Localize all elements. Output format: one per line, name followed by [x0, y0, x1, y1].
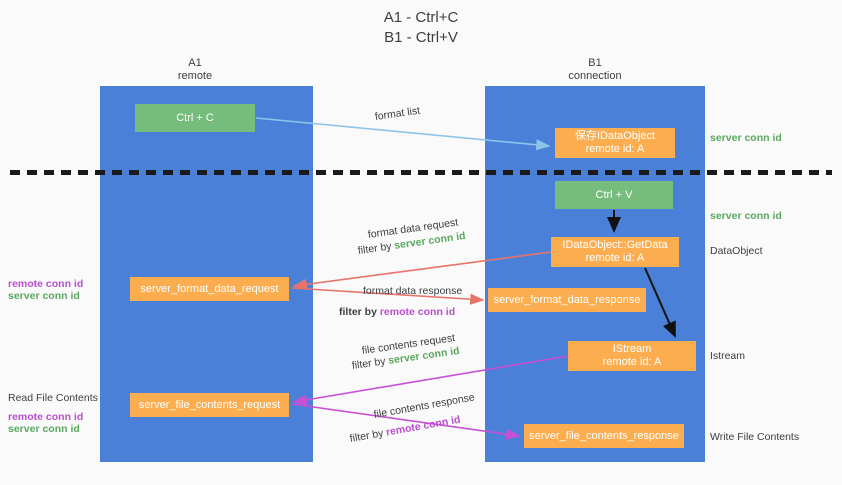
- label-right-server-conn-id-top: server conn id: [710, 132, 782, 144]
- column-b1-sub: connection: [568, 70, 622, 82]
- arrow-format-data-request: [292, 251, 552, 290]
- box-idataobject-line1: 保存IDataObject: [574, 130, 656, 142]
- column-header-a1: A1 remote: [120, 57, 270, 83]
- column-a1-sub: remote: [177, 70, 213, 82]
- title-line-2: B1 - Ctrl+V: [384, 29, 458, 46]
- box-server-format-data-response-label: server_format_data_response: [493, 293, 641, 306]
- label-format-data-response-filter: filter by remote conn id: [339, 306, 455, 319]
- label-right-server-conn-id-mid: server conn id: [710, 210, 782, 222]
- arrow-format-data-response: [291, 287, 485, 305]
- label-format-data-response: format data response: [363, 285, 463, 297]
- box-getdata-line1: IDataObject::GetData: [562, 239, 668, 251]
- label-right-dataobject: DataObject: [710, 245, 763, 257]
- box-idataobject-line2: remote id: A: [585, 143, 645, 155]
- box-server-file-contents-request[interactable]: server_file_contents_request: [130, 393, 289, 417]
- arrow-format-list: [255, 117, 551, 151]
- arrow-getdata-istream: [644, 267, 676, 338]
- box-server-file-contents-response-label: server_file_contents_response: [529, 429, 679, 442]
- column-header-b1: B1 connection: [520, 57, 670, 83]
- label-right-write-file-contents: Write File Contents: [710, 431, 800, 443]
- box-idataobject-getdata[interactable]: IDataObject::GetData remote id: A: [551, 237, 679, 267]
- label-left-server-conn-id-1: server conn id: [8, 290, 80, 302]
- remote-conn-id-1: remote conn id: [379, 306, 456, 318]
- label-left-remote-conn-id-1: remote conn id: [8, 278, 84, 290]
- column-b1-name: B1: [588, 57, 602, 69]
- arrow-file-contents-request: [292, 355, 569, 406]
- box-server-format-data-request-label: server_format_data_request: [140, 282, 279, 295]
- box-idataobject[interactable]: 保存IDataObject remote id: A: [555, 128, 675, 158]
- label-left-remote-conn-id-2: remote conn id: [8, 411, 84, 423]
- box-server-format-data-request[interactable]: server_format_data_request: [130, 277, 289, 301]
- box-istream-line2: remote id: A: [602, 356, 662, 368]
- box-ctrl-c[interactable]: Ctrl + C: [135, 104, 255, 132]
- label-left-server-conn-id-2: server conn id: [8, 423, 80, 435]
- box-server-file-contents-request-label: server_file_contents_request: [138, 398, 281, 411]
- box-server-file-contents-response[interactable]: server_file_contents_response: [524, 424, 684, 448]
- label-left-read-file-contents: Read File Contents: [8, 392, 98, 404]
- phase-divider: [10, 170, 832, 175]
- box-getdata-line2: remote id: A: [585, 252, 645, 264]
- box-server-format-data-response[interactable]: server_format_data_response: [488, 288, 646, 312]
- box-ctrl-v-label: Ctrl + V: [595, 188, 633, 201]
- filter-prefix-2: filter by: [339, 306, 380, 318]
- page-title: A1 - Ctrl+C B1 - Ctrl+V: [0, 8, 842, 48]
- arrow-file-contents-response: [291, 403, 521, 440]
- box-ctrl-c-label: Ctrl + C: [176, 111, 214, 124]
- column-a1-name: A1: [188, 57, 202, 69]
- box-ctrl-v[interactable]: Ctrl + V: [555, 181, 673, 209]
- label-right-istream: Istream: [710, 350, 746, 362]
- title-line-1: A1 - Ctrl+C: [383, 9, 459, 26]
- box-istream-line1: IStream: [612, 343, 652, 355]
- box-istream[interactable]: IStream remote id: A: [568, 341, 696, 371]
